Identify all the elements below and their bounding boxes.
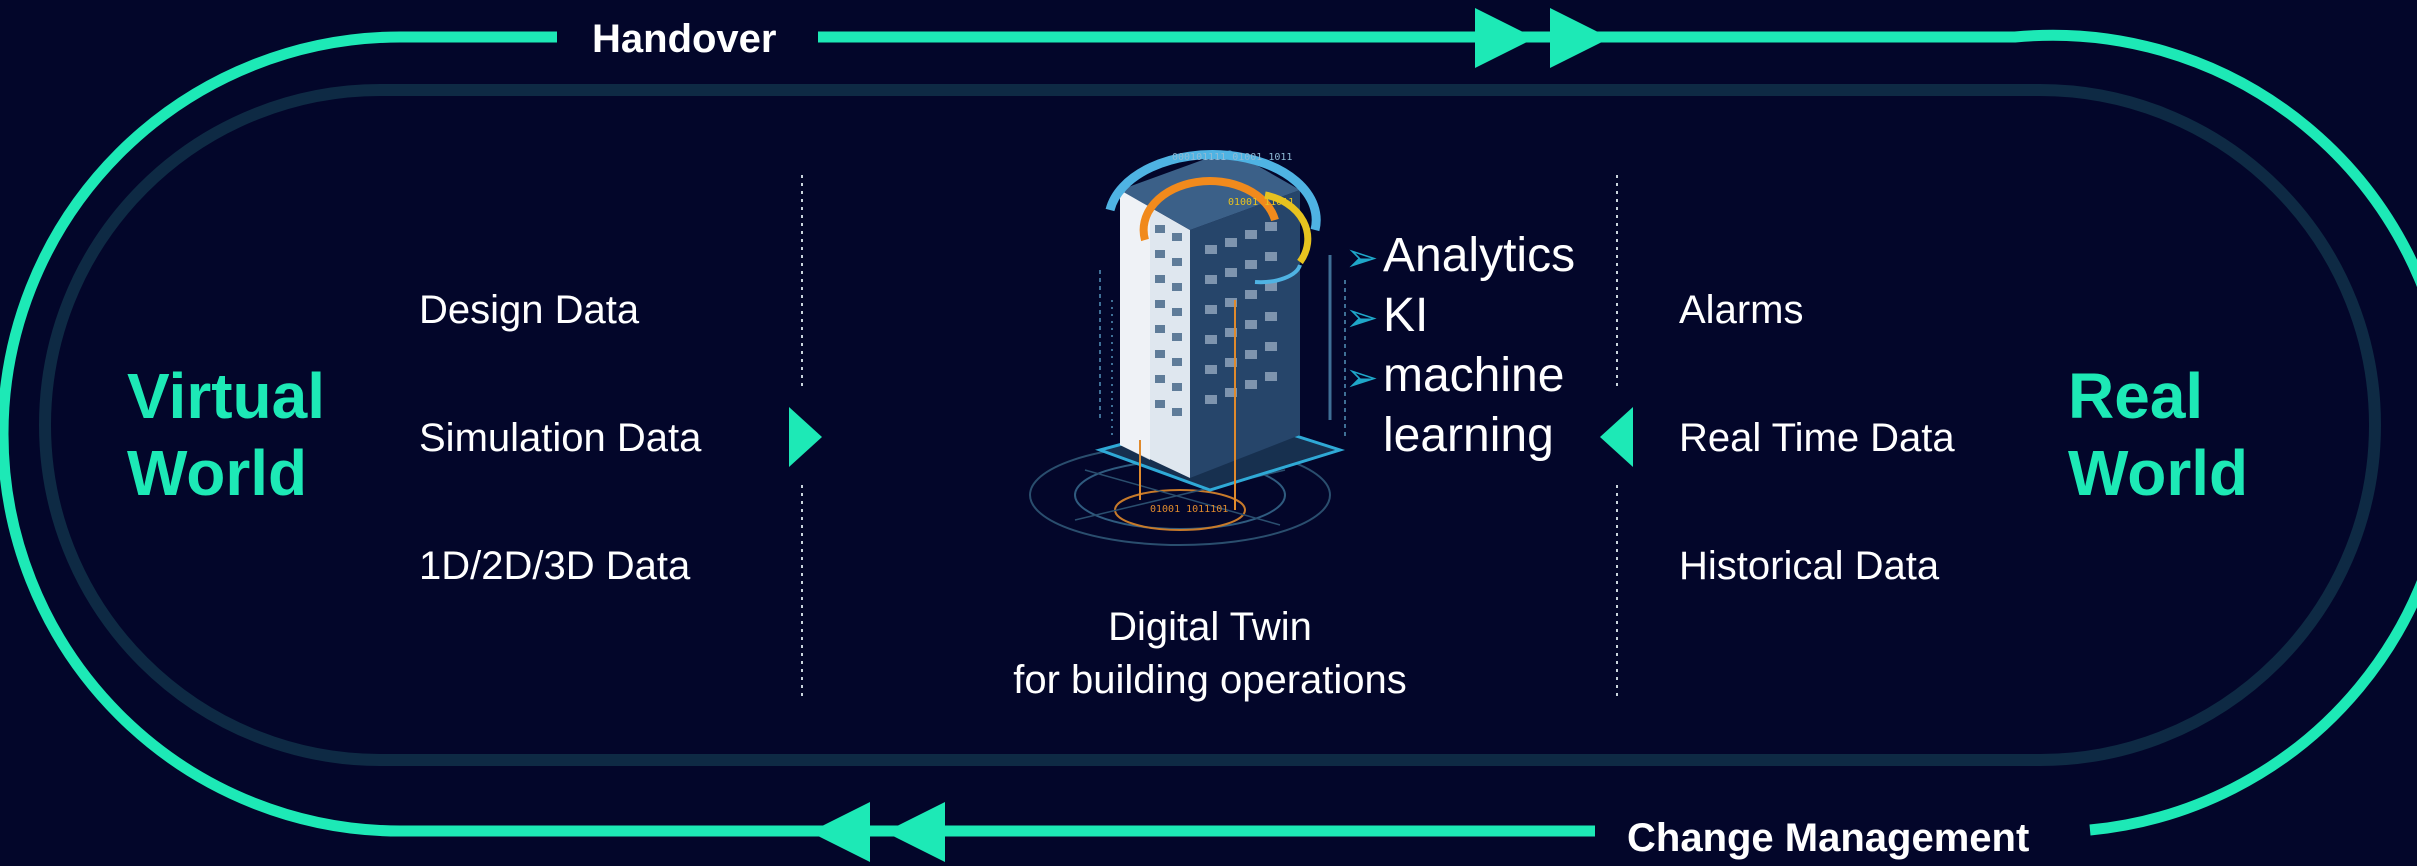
left-data-item: 1D/2D/3D Data (419, 544, 691, 588)
outer-loop-top-right (818, 29, 2417, 836)
inner-loop (39, 84, 2381, 766)
bullet-item: learning (1383, 409, 1554, 462)
handover-arrowhead-1 (1475, 8, 1535, 68)
arrow-bullet-icon: ➢ (1345, 296, 1379, 340)
handover-label: Handover (592, 17, 777, 61)
analytics-bullet-list: ➢Analytics ➢KI ➢machine learning (1345, 227, 1575, 465)
digital-twin-subtitle: for building operations (1013, 658, 1407, 702)
right-input-arrow (1600, 407, 1633, 467)
real-world-title: Real World (2068, 360, 2249, 509)
right-data-item: Alarms (1679, 288, 1804, 332)
outer-loop-top-left (0, 31, 557, 837)
change-management-label: Change Management (1627, 816, 2030, 860)
right-data-item: Historical Data (1679, 544, 1940, 588)
arrow-bullet-icon: ➢ (1345, 356, 1379, 400)
virtual-world-title: Virtual World (127, 360, 325, 509)
left-data-item: Simulation Data (419, 416, 702, 460)
digital-twin-building-icon (1029, 150, 1346, 546)
change-arrowhead-2 (885, 802, 945, 862)
binary-text-ring: 01001 11011 (1228, 197, 1294, 208)
digital-twin-title: Digital Twin (1108, 605, 1312, 649)
right-data-item: Real Time Data (1679, 416, 1955, 460)
change-arrowhead-1 (810, 802, 870, 862)
arrow-bullet-icon: ➢ (1345, 236, 1379, 280)
bullet-item: ➢KI (1345, 287, 1575, 347)
binary-text-top: 000101111 01001 1011 (1172, 152, 1292, 163)
bullet-item: ➢Analytics (1345, 227, 1575, 287)
left-input-arrow (789, 407, 822, 467)
binary-text-base: 01001 1011101 (1150, 504, 1228, 515)
left-data-item: Design Data (419, 288, 640, 332)
bullet-item: ➢machine (1345, 347, 1575, 407)
handover-arrowhead-2 (1550, 8, 1610, 68)
